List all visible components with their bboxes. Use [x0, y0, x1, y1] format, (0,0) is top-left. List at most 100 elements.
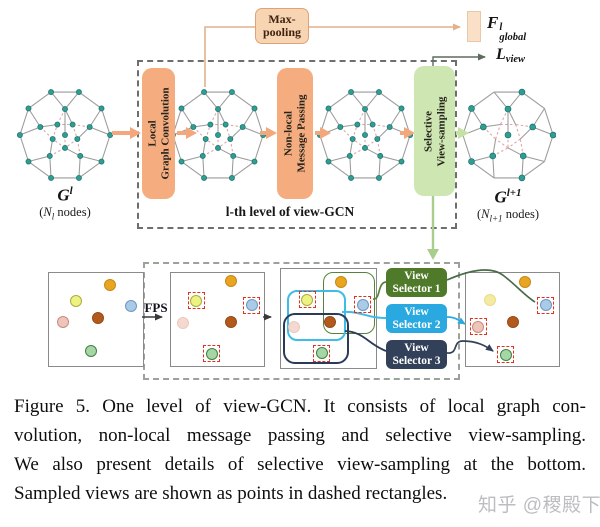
view-dot-green [85, 345, 98, 358]
graph-node [348, 174, 354, 181]
graph-node [369, 121, 376, 128]
view-selector-1: View Selector 1 [386, 268, 447, 297]
view-dot-blue [245, 299, 258, 311]
watermark: 知乎 @稷殿下 [478, 495, 600, 516]
stage-box-label-line: Message Passing [295, 94, 308, 173]
view-dot-brown [224, 316, 237, 329]
graph-node [239, 124, 246, 130]
stage-box-label-line: Local [146, 120, 158, 147]
l-view-label: Lview [496, 46, 526, 65]
stage-box-non-local-message-passing: Non-local Message Passing [277, 68, 313, 199]
graph-node [54, 121, 61, 128]
graph-node [229, 174, 235, 181]
view-graph-output [462, 88, 556, 182]
view-dot-blue [124, 300, 137, 313]
input-graph-label: Gl (Nl nodes) [39, 185, 91, 222]
stage-box-label-line: Non-local [282, 110, 295, 157]
graph-node [317, 132, 323, 138]
graph-node [46, 153, 53, 159]
graph-node [207, 121, 214, 128]
stage-box-selective-view-sampling: Selective View-sampling [414, 66, 455, 196]
sampled-view-marker [313, 344, 331, 362]
view-dot-green [499, 348, 512, 361]
graph-node [178, 158, 185, 165]
view-dot-pink [472, 320, 485, 333]
view-dot-lime [190, 294, 203, 307]
graph-node [354, 121, 361, 128]
view-dot-blue [539, 299, 552, 311]
stage-box-label-line: Selective [422, 110, 434, 152]
graph-node [62, 145, 68, 151]
graph-node [480, 123, 487, 131]
graph-node [77, 153, 84, 159]
graph-node [529, 123, 536, 131]
graph-node [227, 136, 234, 142]
view-dot-brown [323, 315, 336, 328]
graph-node [346, 153, 353, 159]
view-dot-brown [506, 316, 519, 329]
graph-node [199, 153, 206, 159]
graph-node [229, 89, 235, 96]
sampled-view-marker [203, 345, 221, 363]
graph-node [362, 145, 368, 151]
graph-node [349, 136, 356, 142]
sampled-view-marker [497, 346, 515, 364]
level-label: l-th level of view-GCN [225, 204, 355, 219]
view-dot-pink_faded [177, 317, 190, 330]
graph-node [76, 89, 82, 96]
caption-line: Sampled views are shown as points in das… [14, 483, 448, 504]
graph-node [98, 105, 105, 112]
global-feature-bar [467, 11, 481, 42]
view-graph-input [17, 89, 113, 181]
graph-node [549, 131, 556, 139]
view-dot-gold [334, 275, 347, 288]
graph-node [222, 121, 229, 128]
graph-node [215, 132, 221, 138]
graph-node [37, 124, 44, 130]
graph-node [178, 105, 185, 112]
graph-node [74, 136, 81, 142]
sampled-view-marker [243, 296, 261, 314]
view-graph-after-mp [317, 89, 413, 181]
graph-node [202, 136, 209, 142]
graph-node [377, 153, 384, 159]
graph-node [98, 158, 105, 165]
stage-box-label-line: View-sampling [434, 96, 447, 166]
graph-node [348, 89, 354, 96]
graph-node [386, 124, 393, 130]
graph-node [49, 136, 56, 142]
graph-node [260, 132, 266, 138]
graph-node [489, 152, 497, 160]
view-dot-lime [70, 294, 83, 307]
view-selector-2: View Selector 2 [386, 304, 447, 333]
view-dot-lime [301, 293, 314, 306]
view-dot-blue [356, 298, 369, 311]
graph-node [325, 105, 332, 112]
graph-node [362, 106, 368, 113]
graph-node [518, 174, 526, 182]
graph-node [215, 145, 221, 151]
graph-node [48, 89, 54, 96]
graph-node [251, 105, 258, 112]
graph-node [398, 158, 405, 165]
graph-node [76, 174, 82, 181]
view-dot-gold [104, 279, 117, 292]
graph-node [337, 124, 344, 130]
graph-node [251, 158, 258, 165]
graph-node [48, 174, 54, 181]
graph-node [86, 124, 93, 130]
stage-box-local-graph-convolution: Local Graph Convolution [142, 68, 175, 199]
caption-line: We also present details of selective vie… [14, 454, 586, 475]
view-dot-pink [57, 316, 70, 329]
graph-node [190, 124, 197, 130]
view-selector-3: View Selector 3 [386, 340, 447, 369]
figure-caption: Figure 5. One level of view-GCN. It cons… [14, 392, 586, 508]
view-dot-green [205, 347, 218, 360]
caption-line: Figure 5. One level of view-GCN. It cons… [14, 396, 586, 417]
graph-node [398, 105, 405, 112]
graph-node [107, 132, 113, 138]
stage-box-label-line: Graph Convolution [158, 87, 171, 180]
graph-node [407, 132, 413, 138]
max-pooling-box: Max- pooling [255, 8, 309, 44]
